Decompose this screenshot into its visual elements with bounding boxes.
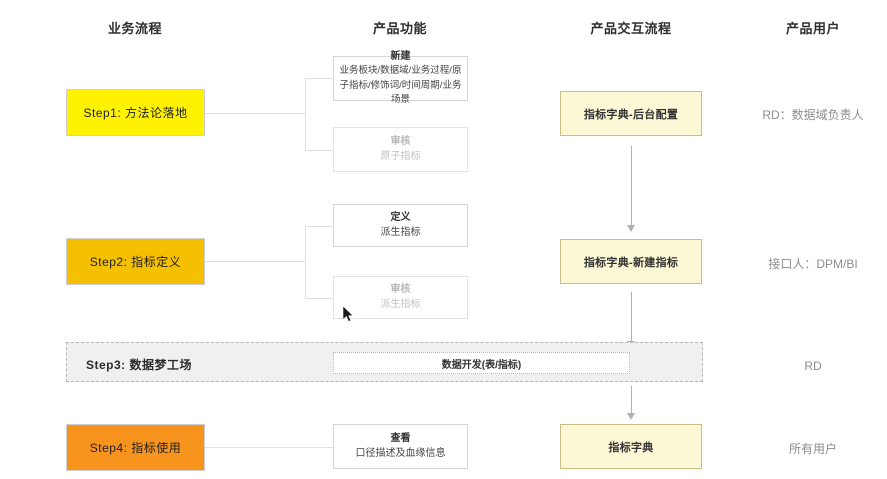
function-box-define-derived-title: 定义 bbox=[390, 212, 411, 223]
arrow-dev-to-flow3 bbox=[627, 386, 635, 420]
function-box-review-atomic[interactable]: 审核 原子指标 bbox=[333, 127, 468, 172]
connector-step1-trunk bbox=[205, 113, 305, 114]
function-box-review-atomic-title: 审核 bbox=[390, 136, 411, 147]
flow-box-dictionary-new-metric[interactable]: 指标字典-新建指标 bbox=[560, 239, 702, 284]
step-box-3-label[interactable]: Step3: 数据梦工场 bbox=[86, 358, 193, 372]
flow-box-metric-dictionary[interactable]: 指标字典 bbox=[560, 424, 702, 469]
user-label-row3: RD bbox=[804, 359, 822, 373]
function-box-review-derived[interactable]: 审核 派生指标 bbox=[333, 276, 468, 319]
column-header-business-process: 业务流程 bbox=[107, 21, 163, 36]
data-development-box[interactable]: 数据开发(表/指标) bbox=[333, 352, 630, 374]
function-box-define-derived-subtitle: 派生指标 bbox=[380, 226, 421, 238]
column-header-product-user: 产品用户 bbox=[785, 21, 841, 36]
arrow-flow2-to-dev bbox=[627, 292, 635, 348]
function-box-review-derived-title: 审核 bbox=[390, 284, 411, 295]
function-box-review-derived-subtitle: 派生指标 bbox=[380, 298, 421, 310]
function-box-review-atomic-subtitle: 原子指标 bbox=[380, 150, 421, 162]
user-label-row2: 接口人：DPM/BI bbox=[768, 257, 858, 271]
function-box-view-lineage-subtitle: 口径描述及血缘信息 bbox=[355, 447, 446, 459]
connector-step2-to-define bbox=[305, 226, 333, 227]
function-box-define-derived[interactable]: 定义 派生指标 bbox=[333, 204, 468, 247]
arrow-flow1-to-flow2 bbox=[627, 146, 635, 232]
column-header-product-function: 产品功能 bbox=[372, 21, 428, 36]
connector-step1-to-review bbox=[305, 150, 333, 151]
flow-box-dictionary-backend-config[interactable]: 指标字典-后台配置 bbox=[560, 91, 702, 136]
connector-step2-to-review bbox=[305, 298, 333, 299]
function-box-new-subtitle: 业务板块/数据域/业务过程/原子指标/修饰词/时间周期/业务场景 bbox=[339, 65, 462, 105]
step-box-4[interactable]: Step4: 指标使用 bbox=[66, 424, 205, 471]
function-box-view-lineage-title: 查看 bbox=[390, 433, 411, 444]
user-label-row4: 所有用户 bbox=[788, 442, 838, 456]
step-box-1[interactable]: Step1: 方法论落地 bbox=[66, 89, 205, 136]
function-box-new-title: 新建 bbox=[390, 50, 411, 62]
connector-step2-bracket bbox=[305, 226, 306, 298]
connector-step1-to-new bbox=[305, 78, 333, 79]
step-box-2[interactable]: Step2: 指标定义 bbox=[66, 238, 205, 285]
connector-step1-bracket bbox=[305, 78, 306, 150]
connector-step4-to-view bbox=[205, 447, 333, 448]
user-label-row1: RD：数据域负责人 bbox=[762, 108, 864, 122]
column-header-product-interaction-flow: 产品交互流程 bbox=[590, 21, 672, 36]
function-box-new[interactable]: 新建 业务板块/数据域/业务过程/原子指标/修饰词/时间周期/业务场景 bbox=[333, 51, 468, 105]
connector-step2-trunk bbox=[205, 261, 305, 262]
function-box-view-lineage[interactable]: 查看 口径描述及血缘信息 bbox=[333, 424, 468, 469]
